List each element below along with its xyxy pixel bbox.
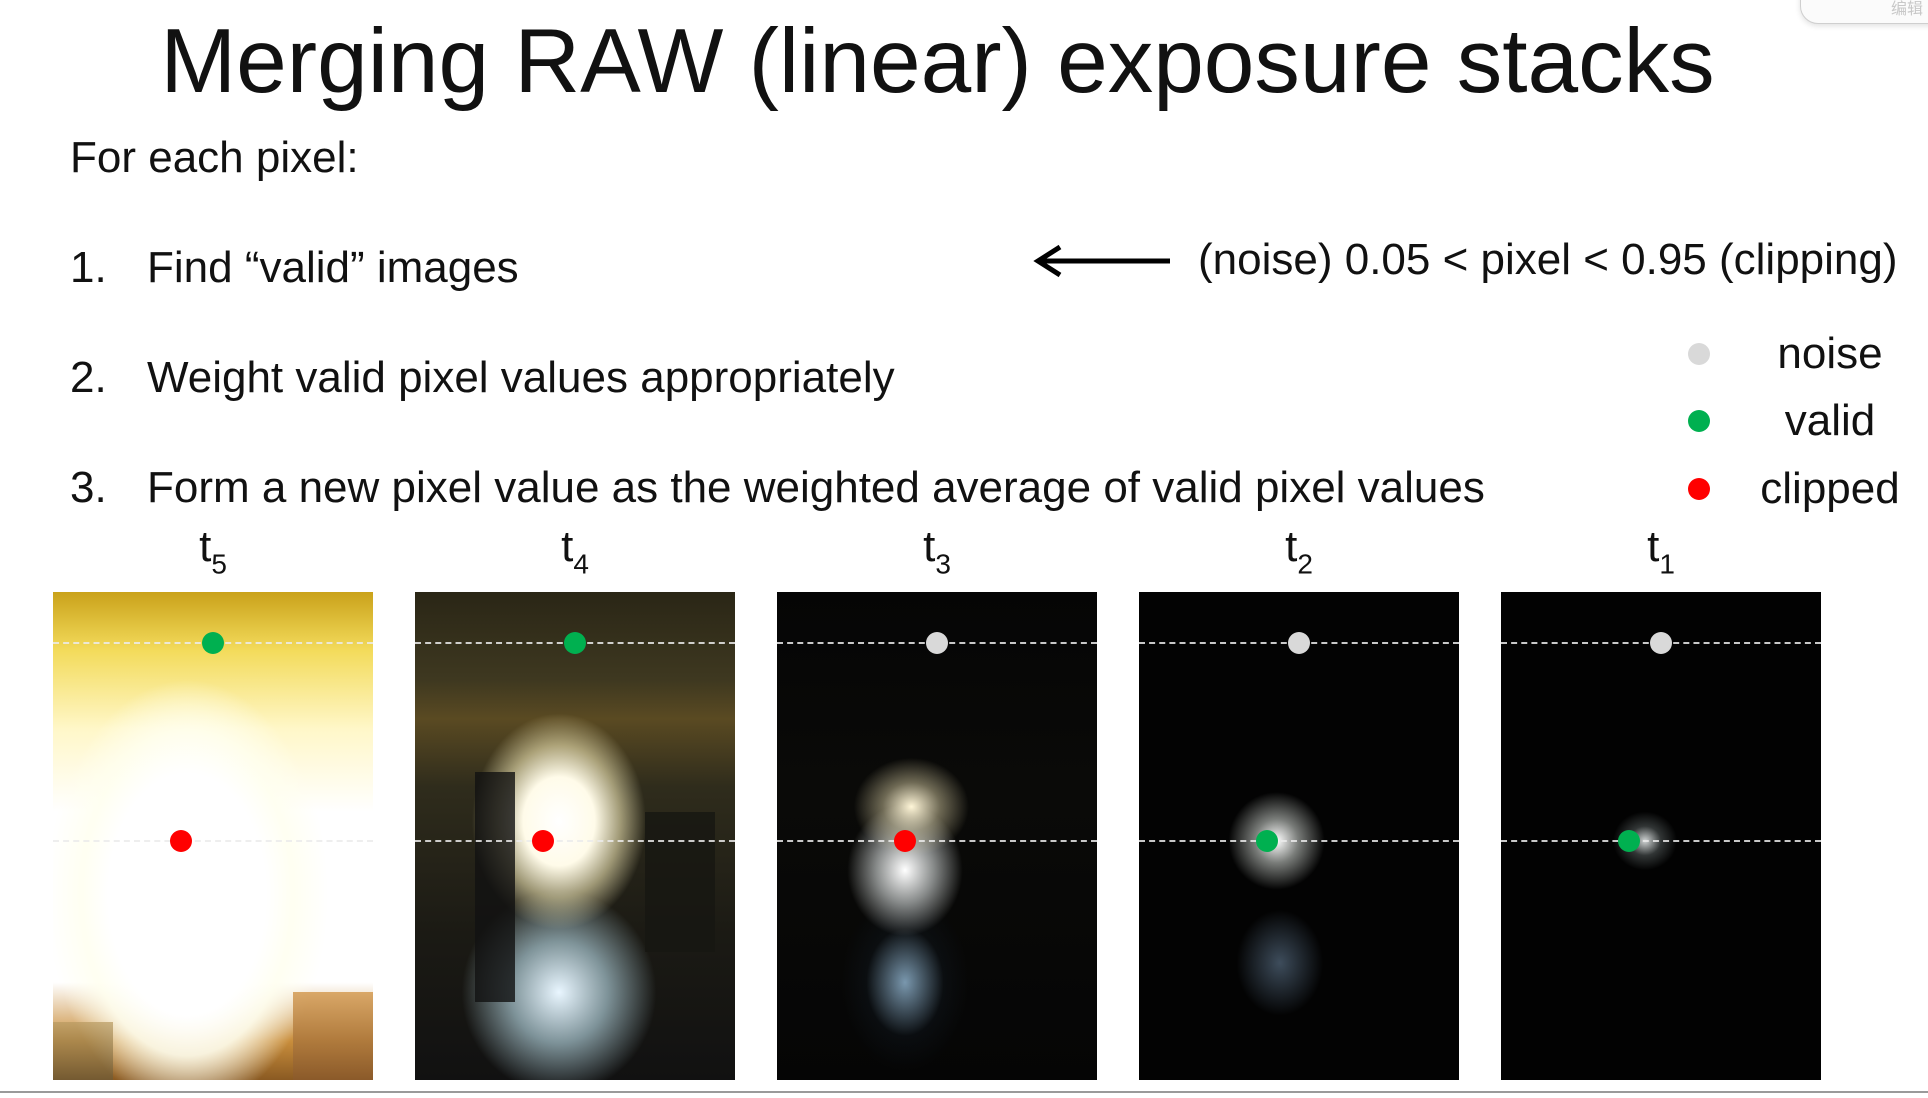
exposure-label-t1: t1: [1647, 522, 1675, 580]
clipped-legend-dot: [1688, 478, 1710, 500]
noise-legend-dot: [1688, 343, 1710, 365]
exposure-label-t4: t4: [561, 522, 589, 580]
exposure-image-t1: [1501, 592, 1821, 1080]
clipped-marker: [894, 830, 916, 852]
clipped-marker: [170, 830, 192, 852]
exposure-image-t5: [53, 592, 373, 1080]
intro-text: For each pixel:: [70, 133, 359, 182]
exposure-image-t3: [777, 592, 1097, 1080]
step-text: Weight valid pixel values appropriately: [147, 353, 895, 402]
exposure-label-t5: t5: [199, 522, 227, 580]
left-arrow-icon: [1033, 244, 1170, 278]
validity-note: (noise) 0.05 < pixel < 0.95 (clipping): [1198, 235, 1898, 284]
valid-legend-dot: [1688, 410, 1710, 432]
corner-popup: 编辑: [1800, 0, 1928, 24]
noise-marker: [926, 632, 948, 654]
valid-marker: [1618, 830, 1640, 852]
valid-marker: [1256, 830, 1278, 852]
exposure-image-t2: [1139, 592, 1459, 1080]
legend-label-noise: noise: [1777, 329, 1883, 378]
step-text: Form a new pixel value as the weighted a…: [147, 463, 1485, 512]
exposure-label-t3: t3: [923, 522, 951, 580]
step-number: 3.: [70, 463, 107, 512]
step-1: 1. Find “valid” images: [70, 240, 519, 296]
exposure-image-t4: [415, 592, 735, 1080]
noise-marker: [1288, 632, 1310, 654]
legend-label-clipped: clipped: [1760, 464, 1900, 513]
clipped-marker: [532, 830, 554, 852]
exposure-label-t2: t2: [1285, 522, 1313, 580]
step-2: 2. Weight valid pixel values appropriatel…: [70, 350, 895, 406]
step-text: Find “valid” images: [147, 243, 519, 292]
step-number: 2.: [70, 353, 107, 402]
legend-label-valid: valid: [1784, 396, 1876, 445]
corner-popup-text: 编辑: [1890, 1, 1923, 18]
step-number: 1.: [70, 243, 107, 292]
valid-marker: [564, 632, 586, 654]
noise-marker: [1650, 632, 1672, 654]
valid-marker: [202, 632, 224, 654]
step-3: 3. Form a new pixel value as the weighted…: [70, 460, 1485, 516]
bottom-divider: [0, 1091, 1928, 1093]
slide-title: Merging RAW (linear) exposure stacks: [160, 11, 1715, 112]
